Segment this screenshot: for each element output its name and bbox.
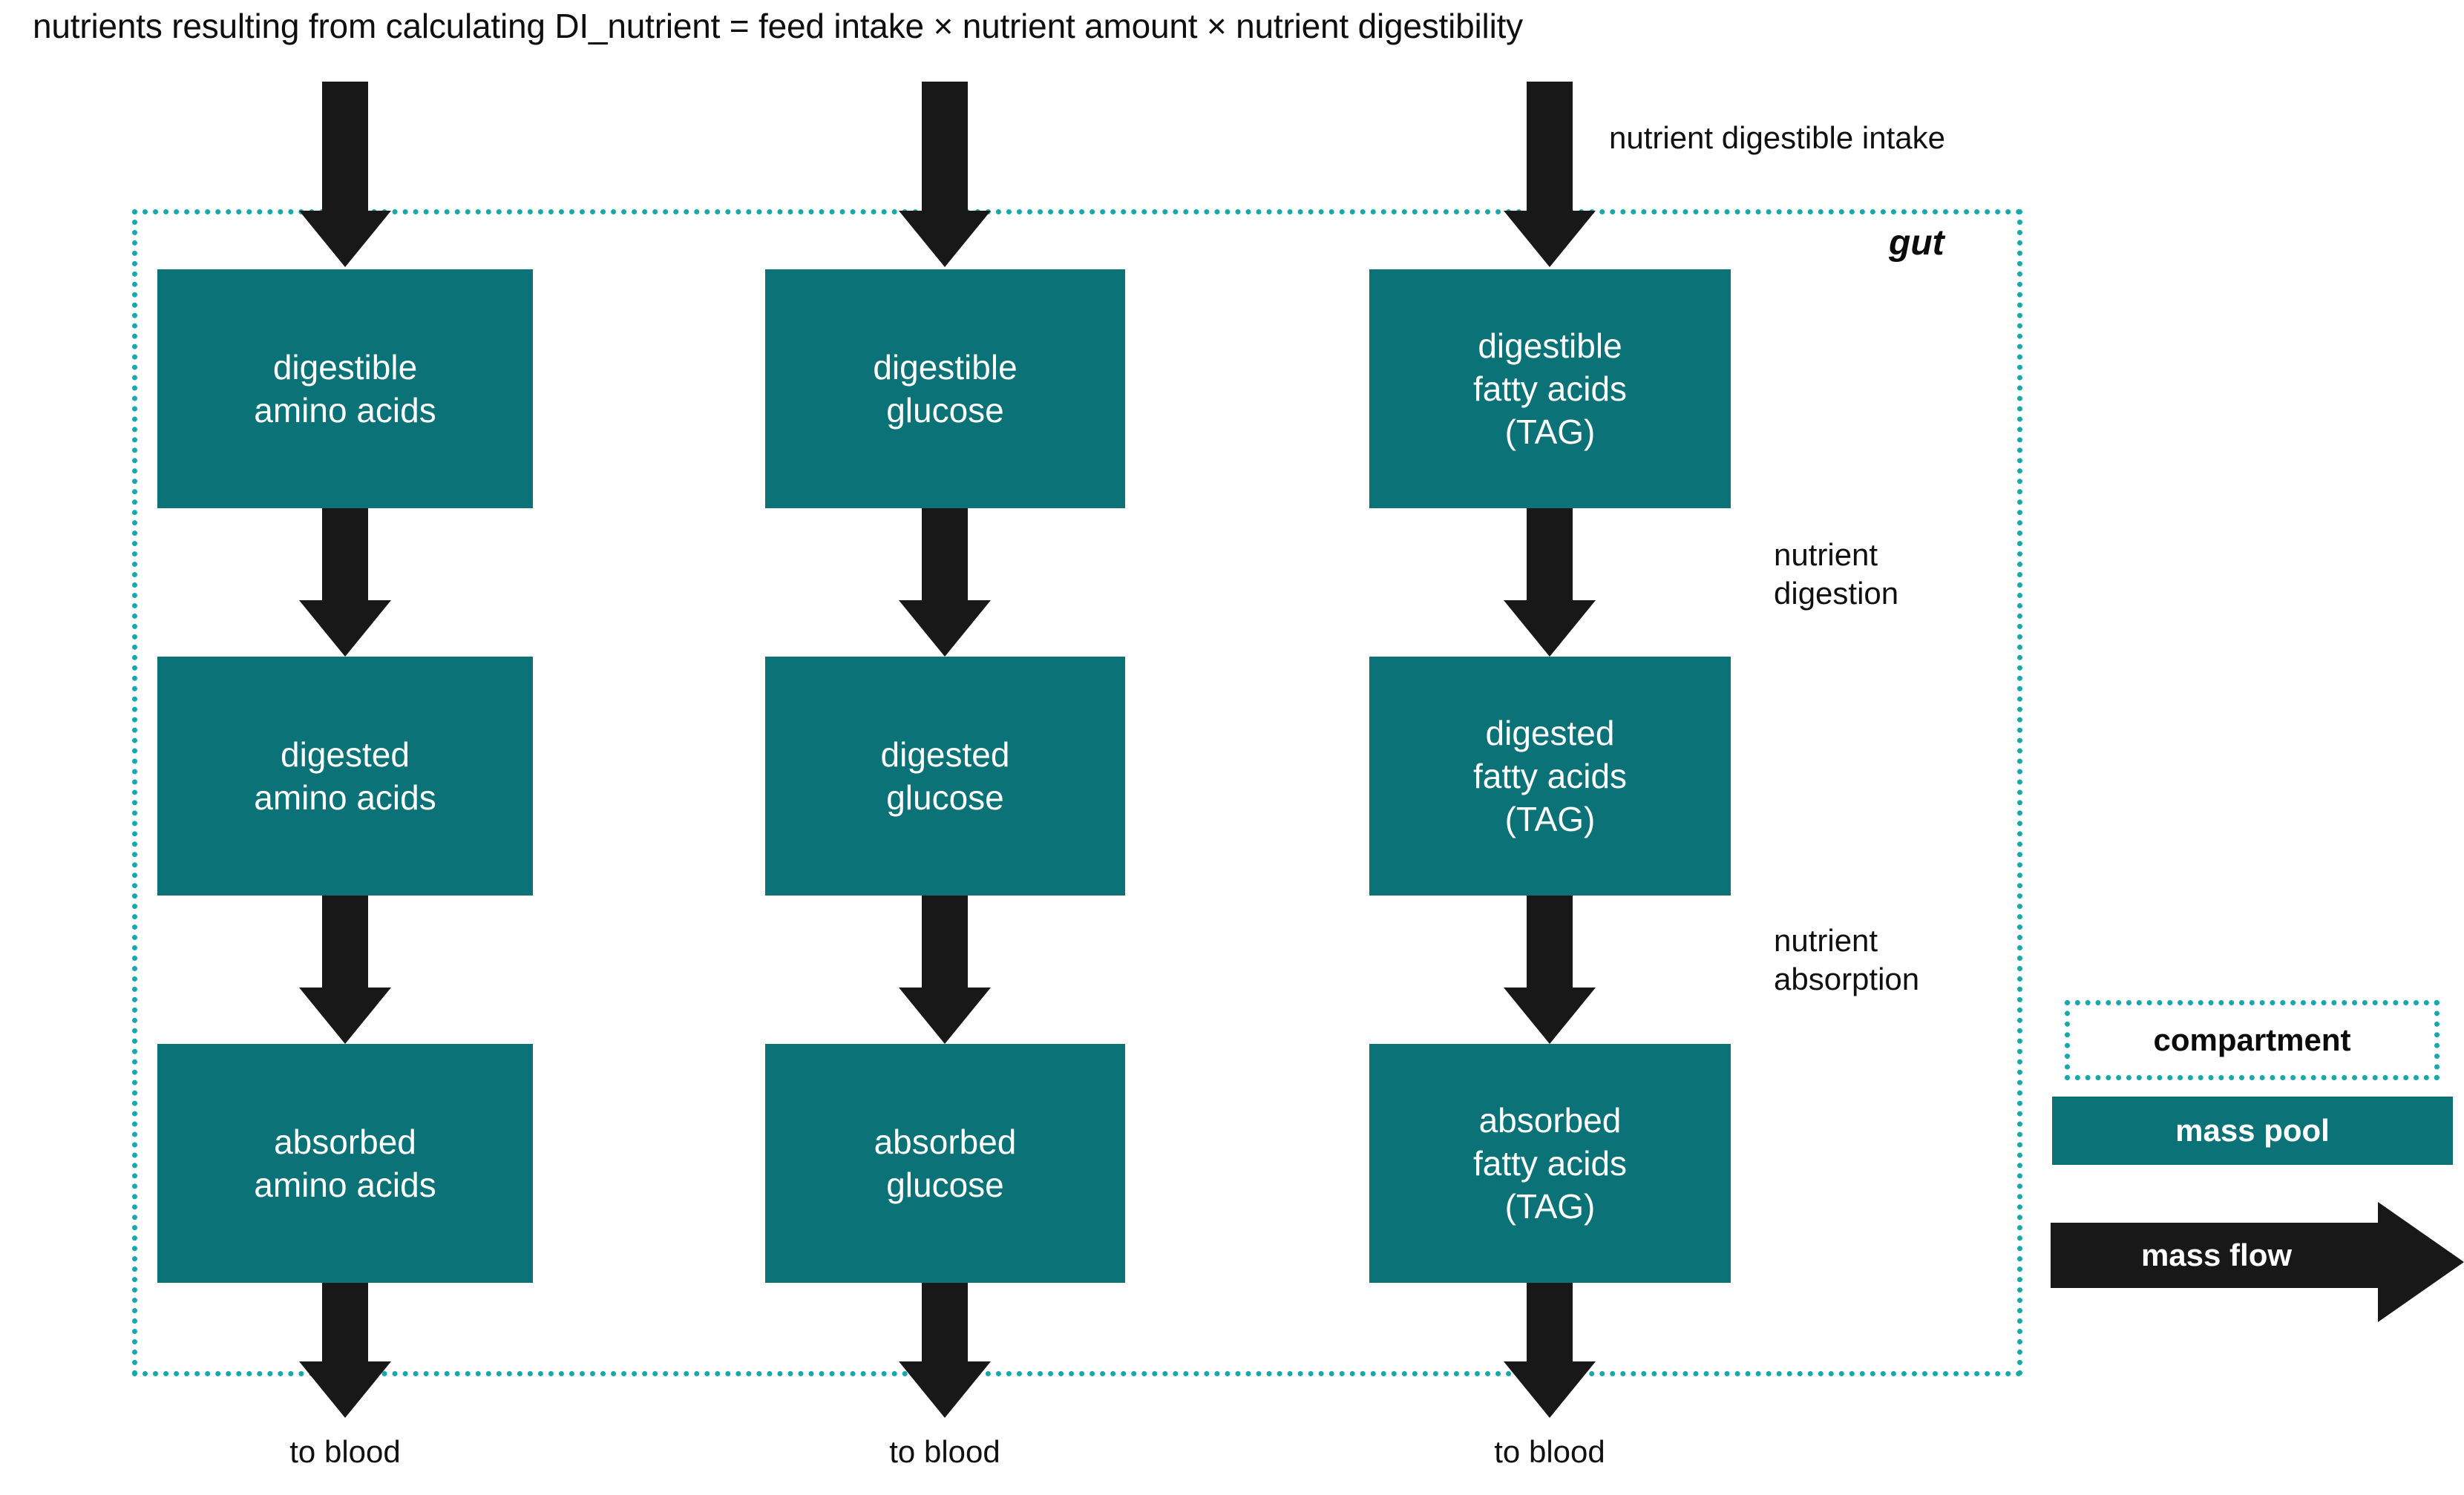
arrow-head xyxy=(1504,600,1596,657)
arrow-head xyxy=(1504,988,1596,1044)
arrow-head xyxy=(1504,211,1596,267)
arrow-shaft xyxy=(1527,896,1573,988)
legend-arrow-shaft xyxy=(2051,1223,2382,1288)
label-nutrient-digestible-intake: nutrient digestible intake xyxy=(1609,120,1945,155)
pool-absorbed-amino-acids: absorbed amino acids xyxy=(157,1044,533,1283)
outlet-label-glucose: to blood xyxy=(889,1434,1000,1469)
arrow-head xyxy=(299,600,391,657)
arrow-shaft xyxy=(1527,1283,1573,1361)
legend-mass-flow-swatch: mass flow xyxy=(2051,1202,2464,1322)
arrow-head xyxy=(899,600,991,657)
arrow-head xyxy=(899,211,991,267)
pool-digestible-glucose: digestible glucose xyxy=(765,269,1125,508)
arrow-head xyxy=(299,1361,391,1418)
mass-flow-to-blood-amino-acids xyxy=(299,1283,391,1418)
pool-label: digestible amino acids xyxy=(254,348,436,430)
mass-flow-intake-amino-acids xyxy=(299,82,391,267)
pool-label: absorbed glucose xyxy=(874,1123,1017,1204)
pool-label: digested glucose xyxy=(880,735,1010,817)
arrow-head xyxy=(899,988,991,1044)
legend-arrow-head xyxy=(2378,1202,2464,1322)
arrow-head xyxy=(1504,1361,1596,1418)
arrow-shaft xyxy=(322,508,368,600)
arrow-shaft xyxy=(922,82,968,211)
page-title: nutrients resulting from calculating DI_… xyxy=(33,7,1523,45)
legend-compartment-label: compartment xyxy=(2153,1022,2351,1057)
pool-label: absorbed fatty acids (TAG) xyxy=(1472,1101,1628,1226)
outlet-label-amino-acids: to blood xyxy=(289,1434,401,1469)
pool-digestible-amino-acids: digestible amino acids xyxy=(157,269,533,508)
legend-mass-pool-swatch: mass pool xyxy=(2052,1097,2453,1165)
label-nutrient-digestion: nutrient digestion xyxy=(1774,537,1899,611)
mass-flow-to-blood-glucose xyxy=(899,1283,991,1418)
arrow-shaft xyxy=(322,82,368,211)
arrow-head xyxy=(299,988,391,1044)
outlet-label-fatty-acids: to blood xyxy=(1494,1434,1605,1469)
pool-label: digestible glucose xyxy=(873,348,1018,430)
mass-flow-absorption-fatty-acids xyxy=(1504,896,1596,1044)
pool-digested-fatty-acids: digested fatty acids (TAG) xyxy=(1369,657,1731,896)
pool-label: digested amino acids xyxy=(254,735,436,817)
pool-label: digestible fatty acids (TAG) xyxy=(1472,326,1628,451)
legend-compartment-swatch: compartment xyxy=(2065,1000,2440,1080)
pool-digested-glucose: digested glucose xyxy=(765,657,1125,896)
arrow-shaft xyxy=(1527,508,1573,600)
mass-flow-digestion-glucose xyxy=(899,508,991,657)
pool-absorbed-glucose: absorbed glucose xyxy=(765,1044,1125,1283)
compartment-gut-label: gut xyxy=(1889,223,1944,263)
mass-flow-absorption-glucose xyxy=(899,896,991,1044)
arrow-shaft xyxy=(1527,82,1573,211)
arrow-shaft xyxy=(922,1283,968,1361)
pool-digestible-fatty-acids: digestible fatty acids (TAG) xyxy=(1369,269,1731,508)
mass-flow-absorption-amino-acids xyxy=(299,896,391,1044)
legend-mass-pool-label: mass pool xyxy=(2175,1113,2330,1148)
pool-label: digested fatty acids (TAG) xyxy=(1472,714,1628,838)
mass-flow-digestion-fatty-acids xyxy=(1504,508,1596,657)
pool-label: absorbed amino acids xyxy=(254,1123,436,1204)
mass-flow-intake-glucose xyxy=(899,82,991,267)
compartment-gut xyxy=(132,209,2022,1376)
label-nutrient-absorption: nutrient absorption xyxy=(1774,923,1920,996)
pool-digested-amino-acids: digested amino acids xyxy=(157,657,533,896)
legend-mass-flow-label: mass flow xyxy=(2140,1238,2293,1272)
mass-flow-to-blood-fatty-acids xyxy=(1504,1283,1596,1418)
mass-flow-digestion-amino-acids xyxy=(299,508,391,657)
mass-flow-intake-fatty-acids xyxy=(1504,82,1596,267)
arrow-shaft xyxy=(922,508,968,600)
arrow-shaft xyxy=(922,896,968,988)
arrow-shaft xyxy=(322,896,368,988)
arrow-shaft xyxy=(322,1283,368,1361)
pool-absorbed-fatty-acids: absorbed fatty acids (TAG) xyxy=(1369,1044,1731,1283)
arrow-head xyxy=(899,1361,991,1418)
arrow-head xyxy=(299,211,391,267)
